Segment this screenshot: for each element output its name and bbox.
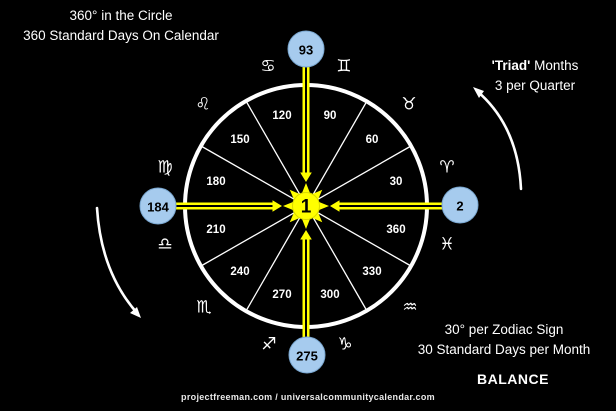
sun-ray (289, 189, 301, 201)
degree-label-aries: 30 (390, 176, 403, 188)
quarter-nodes (139, 30, 479, 374)
degree-label-taurus: 60 (366, 134, 379, 146)
libra-icon: ♎ (157, 235, 172, 254)
degree-label-capricorn: 300 (320, 289, 339, 301)
sun-ray (301, 183, 311, 194)
degree-label-cancer: 120 (272, 110, 291, 122)
zodiac-glyphs: ♈ ♉ ♊ ♋ ♌ ♍ ♎ ♏ ♐ ♑ ♒ ♓ (157, 57, 454, 354)
quarter-node-bottom-label: 275 (296, 349, 318, 364)
quarter-node-top (287, 30, 325, 68)
sun-ray (318, 201, 329, 211)
caption-triad-months: 'Triad' Months 3 per Quarter (456, 56, 614, 96)
balance-label: BALANCE (477, 371, 549, 387)
aquarius-icon: ♒ (402, 298, 417, 317)
degree-label-scorpio: 240 (230, 266, 249, 278)
degree-label-gemini: 90 (324, 110, 337, 122)
rotation-arrows (95, 89, 523, 315)
caption-line: 360° in the Circle (69, 8, 173, 23)
degree-label-aquarius: 330 (362, 266, 381, 278)
scorpio-icon: ♏ (196, 298, 211, 317)
quarter-node-bottom (288, 336, 326, 374)
leo-icon: ♌ (195, 95, 210, 114)
axis-arrowhead-east (330, 200, 340, 212)
footer-websites: projectfreeman.com / universalcommunityc… (181, 392, 435, 402)
sun-ray (311, 189, 323, 201)
center-day-number: 1 (301, 197, 312, 218)
sun-ray (301, 218, 311, 229)
aries-icon: ♈ (439, 158, 454, 177)
caption-line: 30 Standard Days per Month (417, 342, 591, 357)
caption-line: 'Triad' Months (456, 56, 614, 76)
counterclockwise-arrow-left (95, 206, 139, 315)
gemini-icon: ♊ (336, 57, 351, 76)
sun-ray (289, 211, 301, 223)
sun-rays (283, 183, 329, 229)
cancer-icon: ♋ (260, 57, 275, 76)
counterclockwise-arrow-right (475, 89, 523, 191)
quarter-node-left-label: 184 (147, 200, 169, 215)
virgo-icon: ♍ (157, 158, 172, 177)
triad-bold-text: 'Triad' (491, 58, 531, 73)
degree-label-leo: 150 (230, 134, 249, 146)
triad-rest-text: Months (530, 58, 579, 73)
axis-line-stripes (176, 66, 443, 338)
degree-label-virgo: 180 (206, 176, 225, 188)
caption-zodiac-sign-degrees: 30° per Zodiac Sign 30 Standard Days per… (394, 320, 614, 360)
pisces-icon: ♓ (439, 235, 454, 254)
axis-arrowheads (272, 172, 340, 240)
center-sun (283, 183, 329, 229)
degree-label-sagittarius: 270 (272, 289, 291, 301)
caption-circle-degrees: 360° in the Circle 360 Standard Days On … (8, 6, 234, 46)
axis-arrowhead-west (272, 200, 282, 212)
axis-arrowhead-south (300, 230, 312, 240)
quarter-node-right (441, 186, 479, 224)
arrowhead-right-icon (473, 87, 484, 98)
degree-label-libra: 210 (206, 224, 225, 236)
capricorn-icon: ♑ (337, 335, 352, 354)
quarter-node-top-label: 93 (299, 43, 313, 58)
caption-line: 3 per Quarter (494, 78, 576, 93)
sun-disc (292, 192, 320, 220)
taurus-icon: ♉ (401, 95, 416, 114)
degree-label-pisces: 360 (386, 224, 405, 236)
sagittarius-icon: ♐ (261, 335, 276, 354)
sun-ray (283, 201, 294, 211)
arrowhead-left-icon (130, 307, 141, 318)
quarter-node-left (139, 187, 177, 225)
axis-arrowhead-north (300, 172, 312, 182)
quarter-node-right-label: 2 (456, 199, 463, 214)
caption-line: 360 Standard Days On Calendar (23, 28, 219, 43)
sun-ray (311, 211, 323, 223)
caption-line: 30° per Zodiac Sign (444, 322, 564, 337)
degree-labels: 30 60 90 120 150 180 210 240 270 300 330… (206, 110, 405, 301)
